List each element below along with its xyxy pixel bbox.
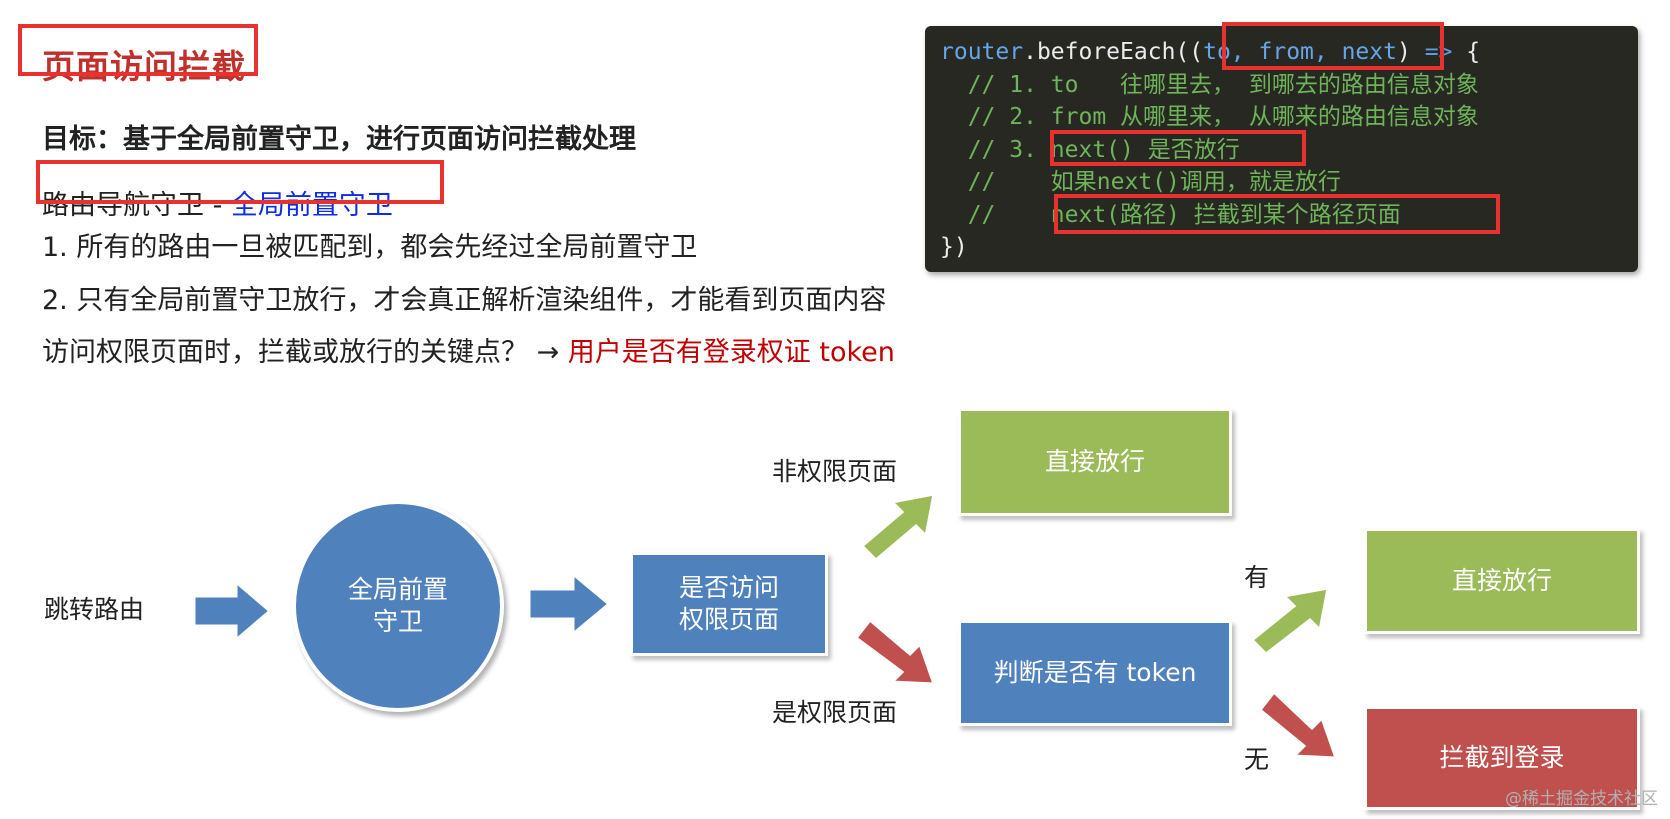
non-auth-page-label: 非权限页面 (772, 457, 898, 486)
arrow-no-red-icon (1257, 689, 1339, 760)
code-comment-4: // 如果next()调用，就是放行 (940, 169, 1341, 195)
goal-text: 目标：基于全局前置守卫，进行页面访问拦截处理 (42, 124, 636, 155)
point-2: 2. 只有全局前置守卫放行，才会真正解析渲染组件，才能看到页面内容 (42, 285, 887, 316)
auth-page-label: 是权限页面 (772, 698, 898, 727)
arrow-up-green-icon (859, 492, 936, 563)
title-highlight-box (18, 24, 258, 76)
arrow-to-guard-icon (192, 578, 273, 644)
pass-direct-box-2: 直接放行 (1364, 528, 1640, 634)
watermark: @稀土掘金技术社区 (1505, 789, 1658, 809)
arrow-to-check-icon (527, 570, 612, 638)
pass-direct-box-1: 直接放行 (958, 408, 1232, 516)
start-label: 跳转路由 (44, 595, 145, 624)
arrow-down-red-icon (853, 617, 937, 686)
question-answer: 用户是否有登录权证 token (567, 337, 895, 368)
yes-label: 有 (1244, 563, 1270, 592)
arrow-yes-green-icon (1249, 586, 1330, 656)
token-check-box: 判断是否有 token (958, 620, 1232, 726)
code-comment-3: // 3. next() 是否放行 (940, 136, 1240, 163)
key-question: 访问权限页面时，拦截或放行的关键点？ → 用户是否有登录权证 token (42, 330, 895, 369)
point-1: 1. 所有的路由一旦被匹配到，都会先经过全局前置守卫 (42, 232, 698, 263)
check-auth-page-box: 是否访问 权限页面 (630, 552, 828, 656)
nav-highlight-box (36, 160, 444, 204)
code-comment-5: // next(路径) 拦截到某个路径页面 (940, 201, 1401, 228)
code-close: }) (940, 234, 968, 260)
params-highlight-box (1222, 22, 1444, 70)
block-login-box: 拦截到登录 (1364, 706, 1640, 810)
code-block: router.beforeEach((to, from, next) => { … (940, 39, 1481, 260)
slide-title: 页面访问拦截 (42, 47, 246, 86)
no-label: 无 (1244, 745, 1270, 774)
next-path-highlight-box (1054, 194, 1500, 234)
question-text: 访问权限页面时，拦截或放行的关键点？ → (42, 337, 568, 368)
guard-circle: 全局前置 守卫 (292, 500, 504, 712)
next-highlight-box (1050, 130, 1306, 166)
code-comment-1: // 1. to 往哪里去， 到哪去的路由信息对象 (940, 71, 1479, 98)
code-comment-2: // 2. from 从哪里来， 从哪来的路由信息对象 (940, 104, 1479, 130)
